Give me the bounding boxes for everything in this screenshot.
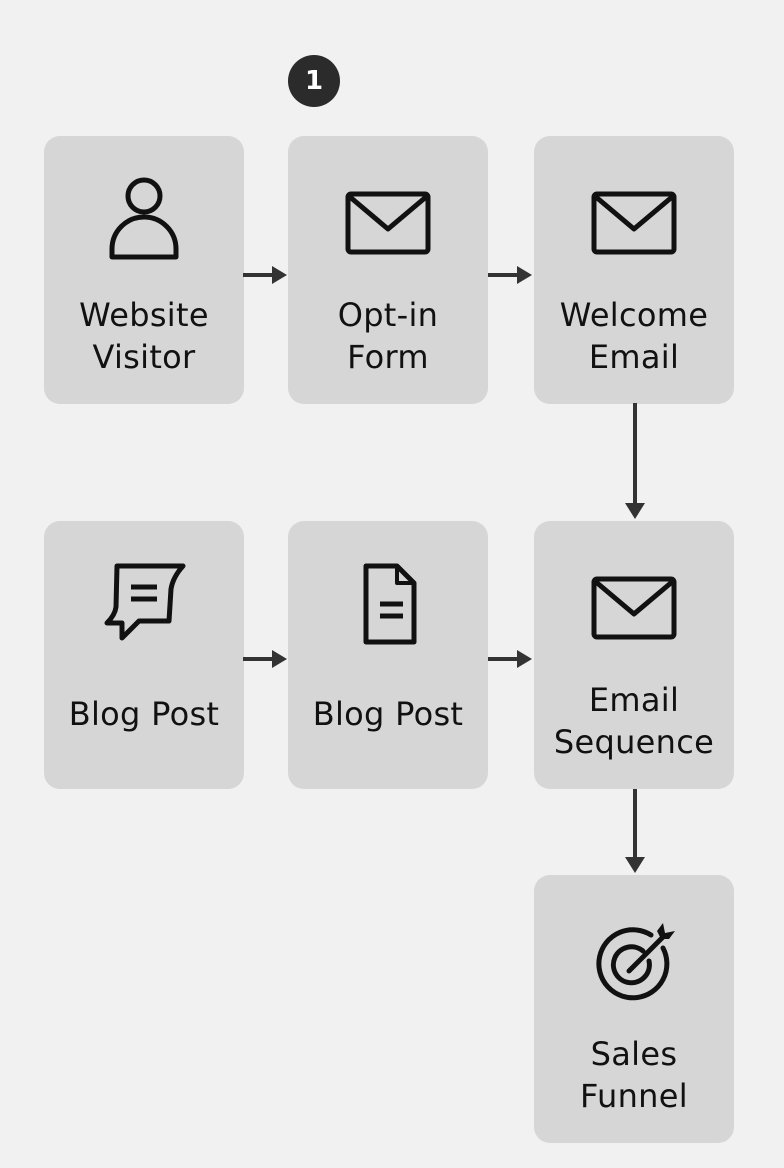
node-email-sequence[interactable]: Email Sequence xyxy=(534,521,734,789)
node-label: Welcome Email xyxy=(559,296,709,376)
arrow-optin-to-welcome xyxy=(487,264,533,286)
node-sales-funnel[interactable]: Sales Funnel xyxy=(534,875,734,1143)
person-icon xyxy=(99,174,189,264)
node-label: Sales Funnel xyxy=(580,1035,688,1115)
envelope-icon xyxy=(589,174,679,264)
node-label: Blog Post xyxy=(68,695,220,733)
node-welcome-email[interactable]: Welcome Email xyxy=(534,136,734,404)
arrow-welcome-to-sequence xyxy=(623,403,647,520)
arrow-blog2-to-sequence xyxy=(487,648,533,670)
envelope-icon xyxy=(589,559,679,649)
node-opt-in-form[interactable]: Opt-in Form xyxy=(288,136,488,404)
node-label: Email Sequence xyxy=(553,681,715,761)
node-website-visitor[interactable]: Website Visitor xyxy=(44,136,244,404)
envelope-icon xyxy=(343,174,433,264)
target-icon xyxy=(589,913,679,1003)
speech-bubble-icon xyxy=(99,559,189,649)
node-label: Opt-in Form xyxy=(337,296,439,376)
arrow-blog1-to-blog2 xyxy=(242,648,288,670)
arrow-sequence-to-funnel xyxy=(623,789,647,874)
step-number-label: 1 xyxy=(304,66,324,96)
node-blog-post-2[interactable]: Blog Post xyxy=(288,521,488,789)
node-blog-post-1[interactable]: Blog Post xyxy=(44,521,244,789)
document-icon xyxy=(343,559,433,649)
step-number-badge: 1 xyxy=(288,55,340,107)
node-label: Website Visitor xyxy=(79,296,209,376)
node-label: Blog Post xyxy=(312,695,464,733)
arrow-visitor-to-optin xyxy=(242,264,288,286)
